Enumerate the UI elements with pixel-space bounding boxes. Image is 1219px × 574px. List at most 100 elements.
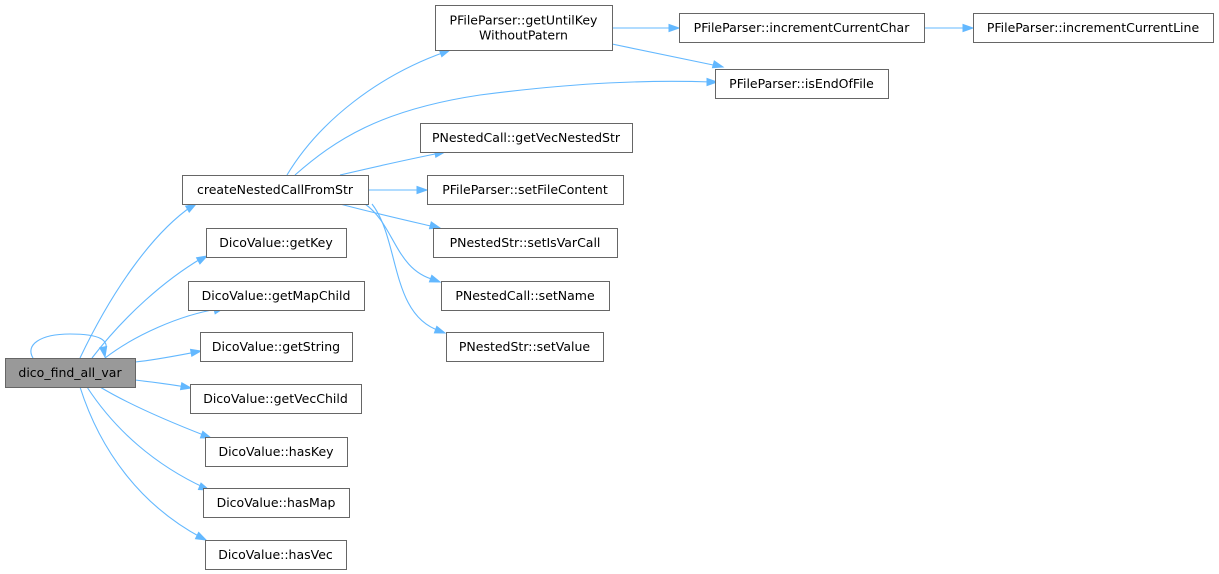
edge-line: [134, 351, 197, 363]
edge-line: [134, 379, 187, 388]
edge-arrowhead: [428, 274, 442, 283]
node-box[interactable]: [433, 228, 618, 258]
node-hasMap[interactable]: DicoValue::hasMap: [203, 488, 350, 518]
node-box[interactable]: [205, 540, 347, 570]
node-label: DicoValue::hasKey: [218, 444, 334, 459]
node-box[interactable]: [679, 13, 925, 43]
edge-arrowhead: [194, 531, 208, 541]
edge-line: [91, 257, 203, 359]
node-label: DicoValue::getMapChild: [202, 288, 351, 303]
node-label: DicoValue::getKey: [219, 235, 333, 250]
node-root[interactable]: dico_find_all_var: [5, 358, 136, 388]
node-createNested[interactable]: createNestedCallFromStr: [182, 175, 369, 205]
node-box[interactable]: [188, 281, 365, 311]
edge-root-to-getKey: [91, 255, 209, 359]
node-incCurChar[interactable]: PFileParser::incrementCurrentChar: [679, 13, 925, 43]
node-label: WithoutPatern: [479, 28, 568, 43]
node-box[interactable]: [427, 175, 624, 205]
edge-createNested-to-setFileContent: [368, 185, 429, 195]
edge-root-to-getVecChild: [134, 379, 193, 391]
node-isEndOfFile[interactable]: PFileParser::isEndOfFile: [715, 69, 889, 99]
node-label: dico_find_all_var: [18, 365, 122, 380]
node-label: PFileParser::getUntilKey: [450, 13, 598, 28]
edge-line: [99, 386, 207, 437]
node-box[interactable]: [715, 69, 889, 99]
node-label: PNestedStr::setValue: [459, 339, 591, 354]
node-getString[interactable]: DicoValue::getString: [200, 332, 353, 362]
edge-root-to-root: [30, 333, 108, 359]
edge-root-to-getString: [134, 348, 203, 363]
nodes-layer: dico_find_all_var createNestedCallFromStr…: [5, 5, 1214, 570]
edge-arrowhead: [98, 345, 108, 359]
node-box[interactable]: [205, 437, 348, 467]
edge-arrowhead: [962, 23, 975, 33]
edge-line: [30, 333, 107, 359]
edge-line: [339, 152, 441, 176]
edge-line: [286, 51, 446, 176]
node-incCurLine[interactable]: PFileParser::incrementCurrentLine: [973, 13, 1214, 43]
node-setName[interactable]: PNestedCall::setName: [441, 281, 610, 311]
edge-createNested-to-isEndOfFile: [294, 77, 719, 176]
edge-line: [294, 80, 713, 176]
node-box[interactable]: [182, 175, 369, 205]
edge-getUntilKey-to-incCurChar: [612, 23, 681, 33]
node-box[interactable]: [446, 332, 604, 362]
edge-createNested-to-setValue: [371, 203, 447, 334]
node-box[interactable]: [206, 228, 347, 258]
edge-root-to-hasKey: [99, 386, 213, 439]
node-label: PNestedCall::getVecNestedStr: [432, 130, 621, 145]
edge-arrowhead: [199, 430, 213, 439]
edge-incCurChar-to-incCurLine: [924, 23, 975, 33]
node-box[interactable]: [973, 13, 1214, 43]
node-box[interactable]: [420, 123, 633, 153]
node-setFileContent[interactable]: PFileParser::setFileContent: [427, 175, 624, 205]
node-hasKey[interactable]: DicoValue::hasKey: [205, 437, 348, 467]
node-label: PFileParser::setFileContent: [442, 182, 608, 197]
edge-line: [86, 386, 206, 489]
edge-line: [364, 203, 436, 281]
node-label: DicoValue::getString: [212, 339, 340, 354]
edge-line: [339, 203, 436, 228]
node-getMapChild[interactable]: DicoValue::getMapChild: [188, 281, 365, 311]
edge-line: [611, 43, 719, 67]
node-box[interactable]: [435, 5, 613, 51]
node-setValue[interactable]: PNestedStr::setValue: [446, 332, 604, 362]
node-label: PFileParser::incrementCurrentLine: [987, 20, 1200, 35]
node-label: PNestedCall::setName: [455, 288, 595, 303]
node-label: PNestedStr::setIsVarCall: [450, 235, 601, 250]
edge-line: [79, 205, 193, 359]
edge-line: [104, 308, 219, 359]
edge-arrowhead: [438, 49, 452, 58]
edge-arrowhead: [184, 203, 198, 214]
node-box[interactable]: [203, 488, 350, 518]
node-getKey[interactable]: DicoValue::getKey: [206, 228, 347, 258]
node-hasVec[interactable]: DicoValue::hasVec: [205, 540, 347, 570]
edge-getUntilKey-to-isEndOfFile: [611, 43, 725, 69]
edge-arrowhead: [428, 221, 442, 230]
edge-arrowhead: [711, 60, 725, 69]
edge-arrowhead: [189, 348, 203, 358]
node-label: DicoValue::hasMap: [217, 495, 336, 510]
edge-createNested-to-setIsVarCall: [339, 203, 442, 230]
edge-root-to-hasVec: [79, 386, 208, 541]
node-label: PFileParser::incrementCurrentChar: [694, 20, 911, 35]
node-getVecNestedStr[interactable]: PNestedCall::getVecNestedStr: [420, 123, 633, 153]
node-box[interactable]: [190, 384, 362, 414]
edge-root-to-createNested: [79, 203, 198, 359]
node-box[interactable]: [5, 358, 136, 388]
node-getVecChild[interactable]: DicoValue::getVecChild: [190, 384, 362, 414]
node-label: DicoValue::getVecChild: [203, 391, 348, 406]
node-box[interactable]: [441, 281, 610, 311]
edge-createNested-to-getVecNestedStr: [339, 149, 447, 176]
edge-createNested-to-setName: [364, 203, 442, 283]
node-setIsVarCall[interactable]: PNestedStr::setIsVarCall: [433, 228, 618, 258]
edge-arrowhead: [416, 185, 429, 195]
node-label: DicoValue::hasVec: [218, 547, 333, 562]
edge-arrowhead: [706, 77, 719, 87]
edge-line: [79, 386, 203, 539]
node-label: createNestedCallFromStr: [197, 182, 354, 197]
node-box[interactable]: [200, 332, 353, 362]
edge-arrowhead: [433, 325, 447, 334]
